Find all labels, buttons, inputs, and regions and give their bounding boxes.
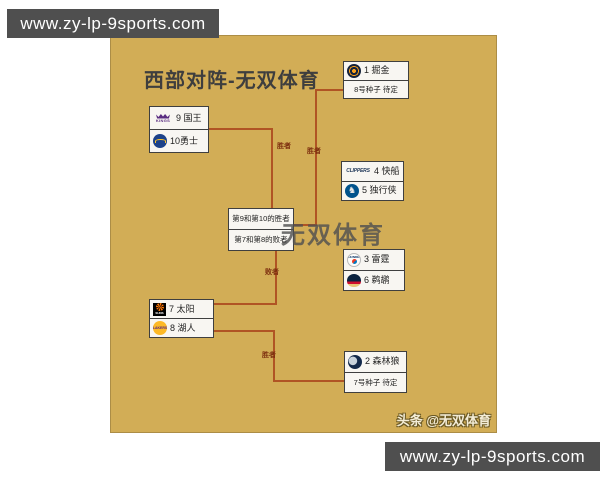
thunder-ball-shape (351, 258, 357, 264)
seed-tbd-row: 7号种子 待定 (345, 371, 406, 393)
team-label: 7 太阳 (169, 303, 195, 314)
team-label: 4 快船 (374, 165, 400, 176)
line-kings-winner-h (209, 128, 273, 130)
line-playin-winner-v (315, 89, 317, 226)
team-row-lakers: LAKERS 8 湖人 (150, 318, 213, 337)
top-url-banner: www.zy-lp-9sports.com (7, 9, 219, 38)
line-kings-winner-v (271, 128, 273, 209)
suns-logo-icon: SUNS (153, 302, 166, 316)
team-label: 2 森林狼 (365, 356, 400, 367)
playin-winner-row: 第9和第10的胜者 (229, 209, 293, 229)
line-loser-7-8-h (214, 303, 277, 305)
playin-loser-label: 第7和第8的败者 (234, 235, 288, 245)
suns-wordmark: SUNS (155, 310, 164, 315)
team-label: 1 掘金 (364, 65, 390, 76)
bottom-url-banner: www.zy-lp-9sports.com (385, 442, 600, 471)
matchup-box-clippers-mavericks: CLIPPERS 4 快船 ♞ 5 独行侠 (341, 161, 404, 201)
matchup-box-kings-warriors: KINGS 9 国王 10勇士 (149, 106, 209, 153)
label-loser-7-8: 败者 (265, 269, 279, 276)
team-label: 5 独行侠 (362, 185, 397, 196)
warriors-logo-icon (153, 134, 167, 148)
line-loser-7-8-v (275, 250, 277, 305)
warriors-bridge-shape (154, 139, 166, 143)
playin-winner-label: 第9和第10的胜者 (232, 214, 290, 224)
team-row-thunder: THUNDER 3 雷霆 (344, 250, 404, 270)
credit-watermark: 头条 @无双体育 (396, 413, 491, 428)
matchup-box-suns-lakers: SUNS 7 太阳 LAKERS 8 湖人 (149, 299, 214, 338)
matchup-box-play-in-final: 第9和第10的胜者 第7和第8的败者 (228, 208, 294, 251)
team-row-clippers: CLIPPERS 4 快船 (342, 162, 403, 181)
matchup-box-nuggets-seed8: 1 掘金 8号种子 待定 (343, 61, 409, 99)
team-row-nuggets: 1 掘金 (344, 62, 408, 80)
seed-tbd-label: 8号种子 待定 (354, 84, 398, 94)
nuggets-logo-icon (347, 63, 361, 78)
matchup-box-thunder-pelicans: THUNDER 3 雷霆 6 鹈鹕 (343, 249, 405, 291)
lakers-logo-icon: LAKERS (153, 321, 167, 335)
team-label: 3 雷霆 (364, 254, 390, 265)
team-row-timberwolves: 2 森林狼 (345, 352, 406, 372)
team-row-mavericks: ♞ 5 独行侠 (342, 180, 403, 201)
line-winner-7-8-v (273, 330, 275, 382)
matchup-box-timberwolves-seed7: 2 森林狼 7号种子 待定 (344, 351, 407, 393)
panel-title: 西部对阵-无双体育 (144, 70, 320, 92)
thunder-wordmark: THUNDER (347, 254, 361, 259)
pelicans-logo-icon (347, 273, 361, 287)
team-row-pelicans: 6 鹈鹕 (344, 269, 404, 291)
timberwolves-logo-icon (348, 354, 362, 369)
top-url-text: www.zy-lp-9sports.com (20, 13, 206, 33)
label-winner-play-in: 胜者 (307, 148, 321, 155)
team-label: 8 湖人 (170, 322, 196, 333)
playin-loser-row: 第7和第8的败者 (229, 229, 293, 250)
bracket-panel: 西部对阵-无双体育 胜者 胜者 败者 胜者 1 掘金 8号种子 待定 (110, 35, 497, 433)
suns-sun-shape (155, 303, 164, 312)
clippers-logo-icon: CLIPPERS (346, 168, 370, 175)
team-row-warriors: 10勇士 (150, 129, 208, 152)
seed-tbd-row: 8号种子 待定 (344, 79, 408, 99)
label-winner-7-8: 胜者 (262, 352, 276, 359)
line-playin-winner-h1 (293, 224, 317, 226)
team-label: 9 国王 (176, 112, 202, 123)
label-winner-9-10: 胜者 (277, 143, 291, 150)
center-watermark: 无双体育 (281, 222, 385, 249)
team-label: 10勇士 (170, 135, 199, 146)
team-row-kings: KINGS 9 国王 (150, 107, 208, 129)
kings-wordmark: KINGS (155, 117, 171, 123)
team-label: 6 鹈鹕 (364, 274, 390, 285)
kings-logo-icon: KINGS (153, 112, 173, 125)
kings-crown-shape (156, 114, 170, 119)
mavericks-logo-icon: ♞ (345, 183, 359, 198)
seed-tbd-label: 7号种子 待定 (353, 377, 398, 387)
team-row-suns: SUNS 7 太阳 (150, 300, 213, 318)
bottom-url-text: www.zy-lp-9sports.com (399, 446, 586, 466)
line-winner-7-8-h2 (273, 380, 344, 382)
line-winner-7-8-h1 (214, 330, 275, 332)
thunder-logo-icon: THUNDER (347, 252, 361, 267)
line-playin-winner-h2 (317, 89, 343, 91)
